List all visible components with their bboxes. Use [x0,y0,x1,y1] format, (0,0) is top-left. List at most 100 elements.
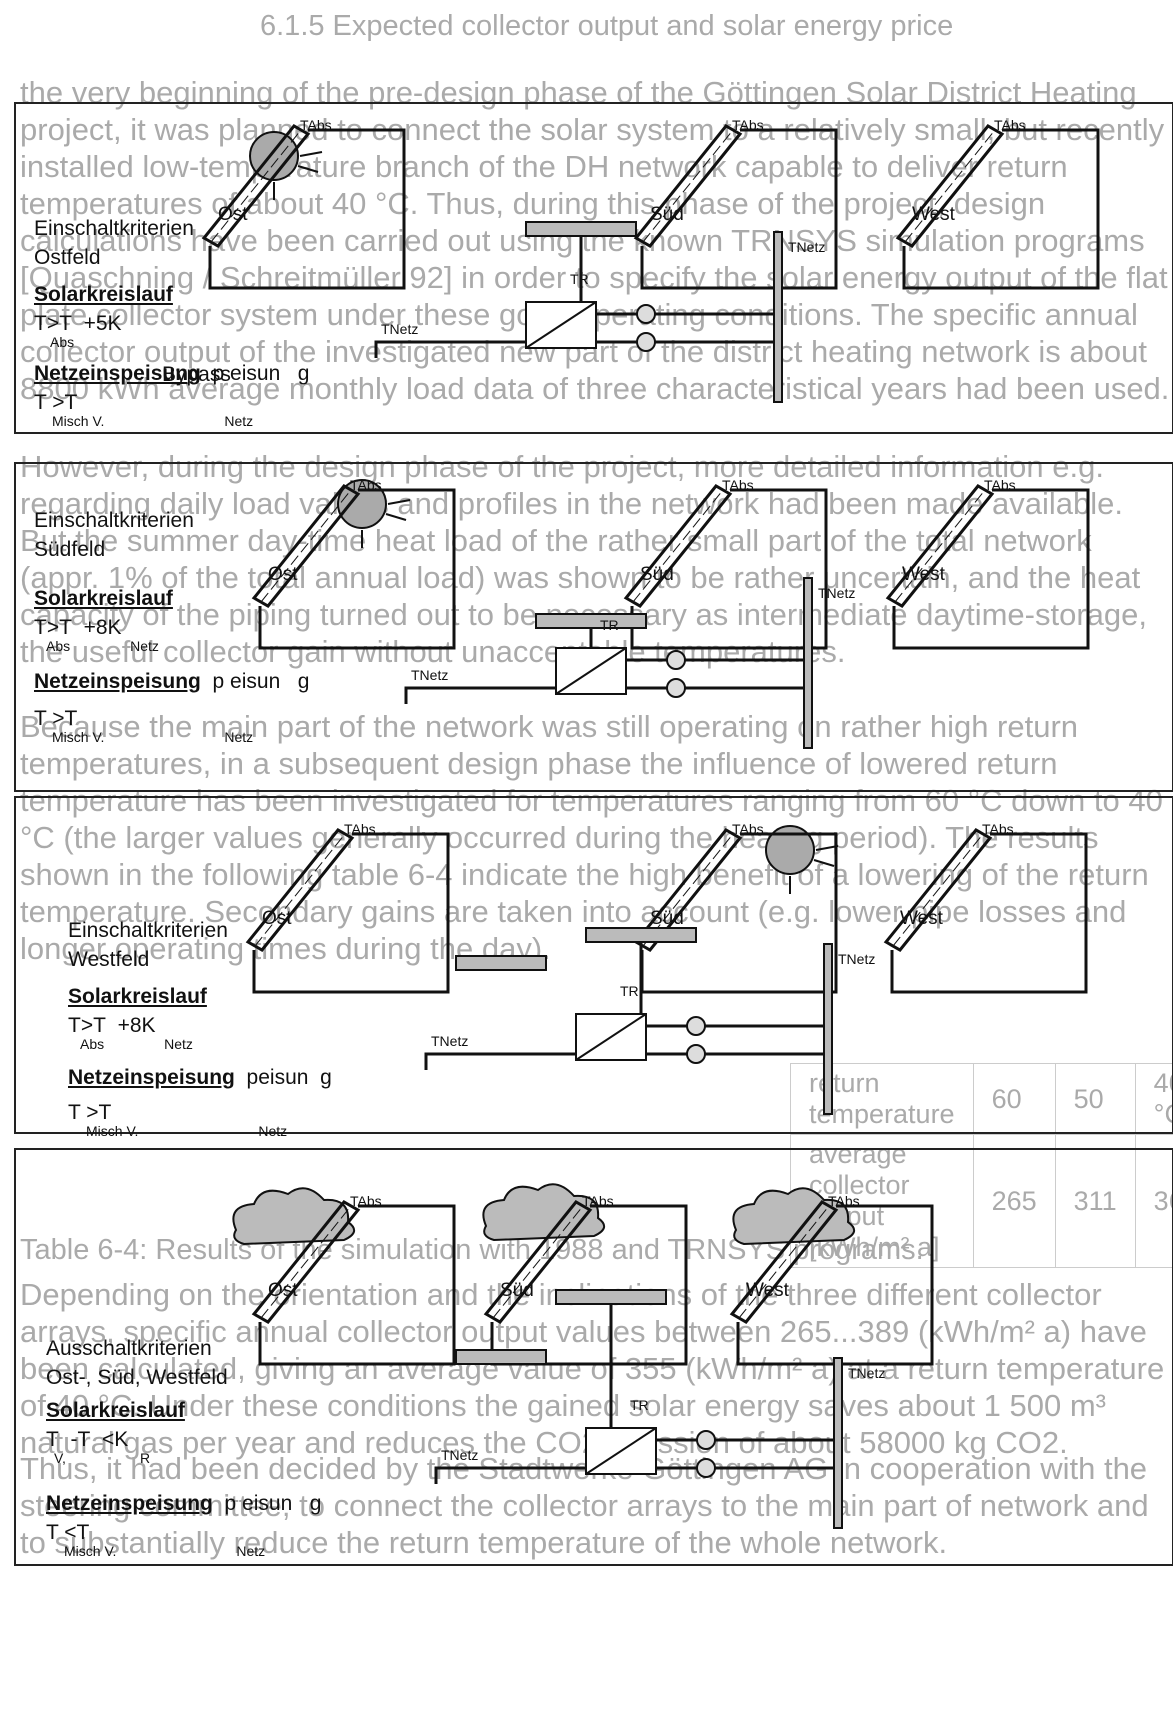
collector-hatch [335,837,342,846]
collector-hatch [703,158,710,167]
collector-label: Ost [268,564,298,585]
return-pipe [436,1468,586,1484]
sun-ray [300,152,322,156]
pump-icon [687,1017,705,1035]
collector-Süd [626,486,730,606]
collector-hatch [683,183,690,192]
collector-hatch [301,543,308,552]
collector-Ost [248,830,352,950]
sun-ray [298,166,318,172]
collector-hatch [965,158,972,167]
sun-ray [386,514,406,520]
collector-hatch [683,887,690,896]
collector-hatch [305,875,312,884]
network-main [824,944,832,1114]
section-heading: 6.1.5 Expected collector output and sola… [260,8,953,45]
manifold [526,222,636,236]
collector-hatch [703,862,710,871]
collector-label: Ost [262,908,292,929]
hydraulic-schematic: OstTAbsSüdTAbsWestTAbsTRTNetzTNetz [16,798,1172,1132]
collector-hatch [321,518,328,527]
collector-hatch [261,1309,268,1318]
collector-hatch [933,887,940,896]
diagram-panel-ostfeld: Einschaltkriterien Ostfeld Solarkreislau… [14,102,1173,434]
collector-hatch [723,837,730,846]
collector-hatch [963,850,970,859]
collector-hatch [713,146,720,155]
collector-hatch [693,875,700,884]
collector-hatch [975,146,982,155]
collector-hatch [955,171,962,180]
collector-West [886,830,990,950]
collector-hatch [789,1247,796,1256]
collector-hatch [261,593,268,602]
collector-hatch [973,837,980,846]
temp-label: TNetz [848,1365,885,1381]
return-pipe [406,688,556,704]
collector-hatch [713,493,720,502]
collector-hatch [953,862,960,871]
collector-hatch [633,593,640,602]
diagram-panel-westfeld: Einschaltkriterien Westfeld Solarkreisla… [14,796,1173,1134]
manifold [586,928,696,942]
collector-hatch [311,1247,318,1256]
pump-icon [687,1045,705,1063]
temp-label: TR [630,1397,649,1413]
manifold [456,1350,546,1364]
collector-hatch [673,543,680,552]
collector-hatch [723,133,730,142]
temp-label: TNetz [818,585,855,601]
collector-hatch [895,593,902,602]
collector-hatch [945,183,952,192]
manifold [536,614,646,628]
temp-label: TNetz [431,1033,468,1049]
collector-hatch [739,1309,746,1318]
collector-West [898,126,1002,246]
collector-hatch [251,183,258,192]
collector-hatch [975,493,982,502]
collector-hatch [703,506,710,515]
pump-icon [637,305,655,323]
collector-label: Ost [268,1280,298,1301]
collector-hatch [693,518,700,527]
collector-hatch [211,233,218,242]
temp-label: TNetz [381,321,418,337]
pump-icon [697,1431,715,1449]
temp-label: TNetz [788,239,825,255]
sun-ray [814,860,834,866]
temp-label: TNetz [411,667,448,683]
collector-label: West [902,564,946,585]
collector-label: Ost [218,204,248,225]
temp-label: TR [570,271,589,287]
collector-hatch [935,543,942,552]
collector-hatch [533,1259,540,1268]
diagram-panel-suedfeld: Einschaltkriterien Südfeld Solarkreislau… [14,462,1173,792]
collector-hatch [683,531,690,540]
pump-icon [697,1459,715,1477]
pump-icon [667,679,685,697]
collector-label: Süd [650,908,684,929]
hydraulic-schematic: OstTAbsSüdTAbsWestTAbsTRTNetzTNetz [16,464,1172,790]
collector-Süd [636,126,740,246]
collector-hatch [291,133,298,142]
collector-hatch [713,850,720,859]
collector-label: West [746,1280,790,1301]
collector-hatch [965,506,972,515]
collector-label: Süd [500,1280,534,1301]
hydraulic-schematic: OstTAbsSüdTAbsWestTAbsTRTNetzTNetz [16,104,1172,432]
manifold [556,1290,666,1304]
collector-hatch [693,171,700,180]
temp-label: TR [620,983,639,999]
collector-hatch [301,1259,308,1268]
collector-label: West [900,908,944,929]
collector-label: Süd [640,564,674,585]
collector-hatch [255,937,262,946]
collector-hatch [779,1259,786,1268]
collector-hatch [295,887,302,896]
collector-label: West [912,204,956,225]
manifold [456,956,546,970]
collector-hatch [893,937,900,946]
collector-hatch [325,850,332,859]
